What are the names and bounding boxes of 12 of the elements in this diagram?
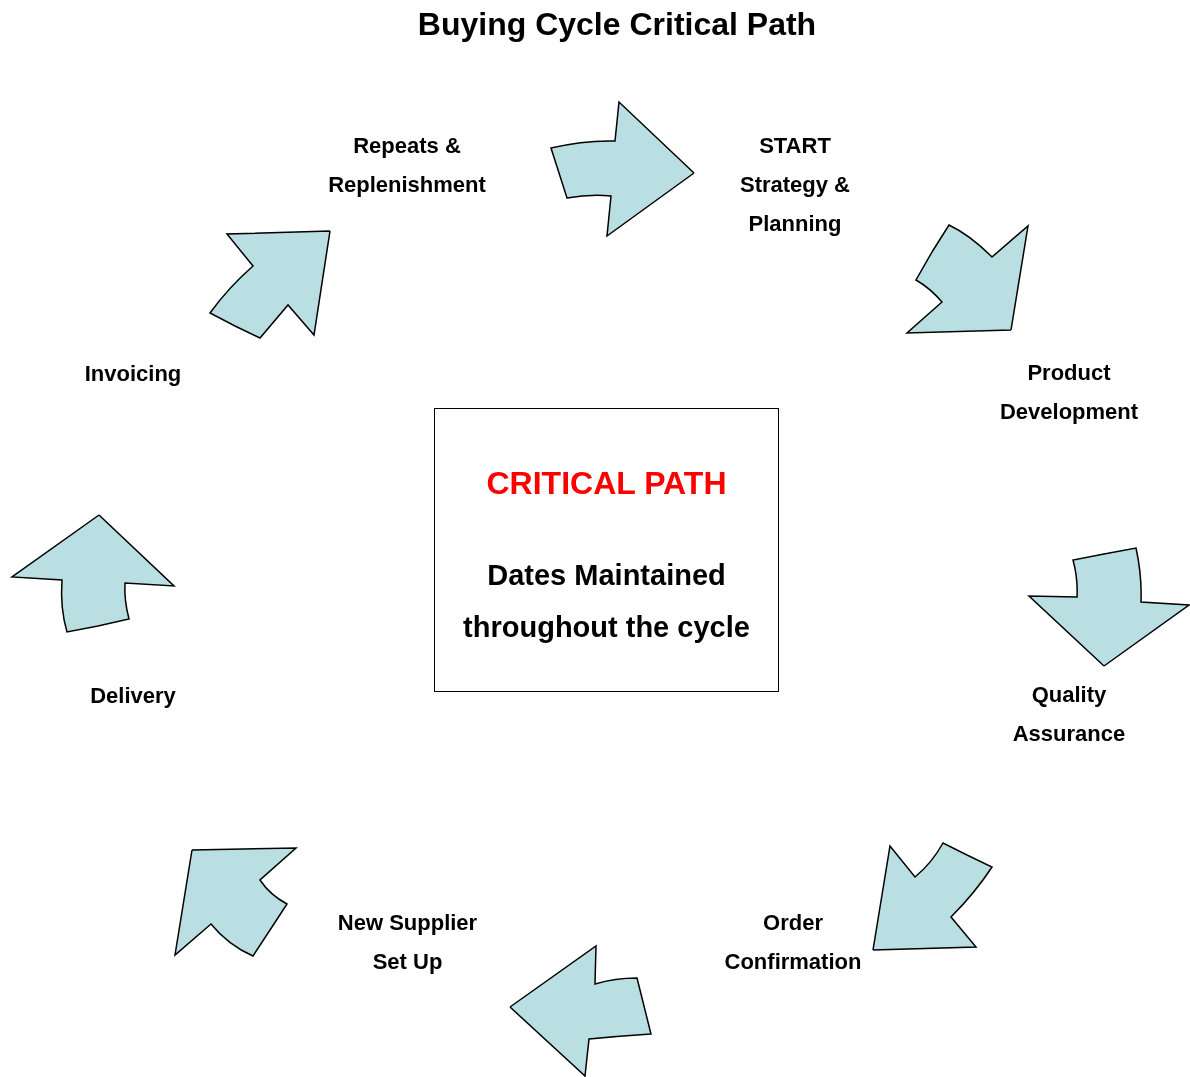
note-text: Dates Maintained throughout the cycle [462,558,751,645]
heading: CRITICAL PATH [485,465,728,501]
stage-label: Invoicing [83,360,183,388]
stage-label: START Strategy & Planning [738,132,851,238]
stage-label: Quality Assurance [1011,681,1127,748]
diagram-title: Buying Cycle Critical Path [416,6,818,43]
stage-label: New Supplier Set Up [336,909,479,976]
center-box [434,408,779,692]
stage-label: Order Confirmation [723,909,863,976]
stage-label: Repeats & Replenishment [327,132,487,199]
stage-label: Delivery [89,682,177,710]
stage-label: Product Development [998,359,1140,426]
